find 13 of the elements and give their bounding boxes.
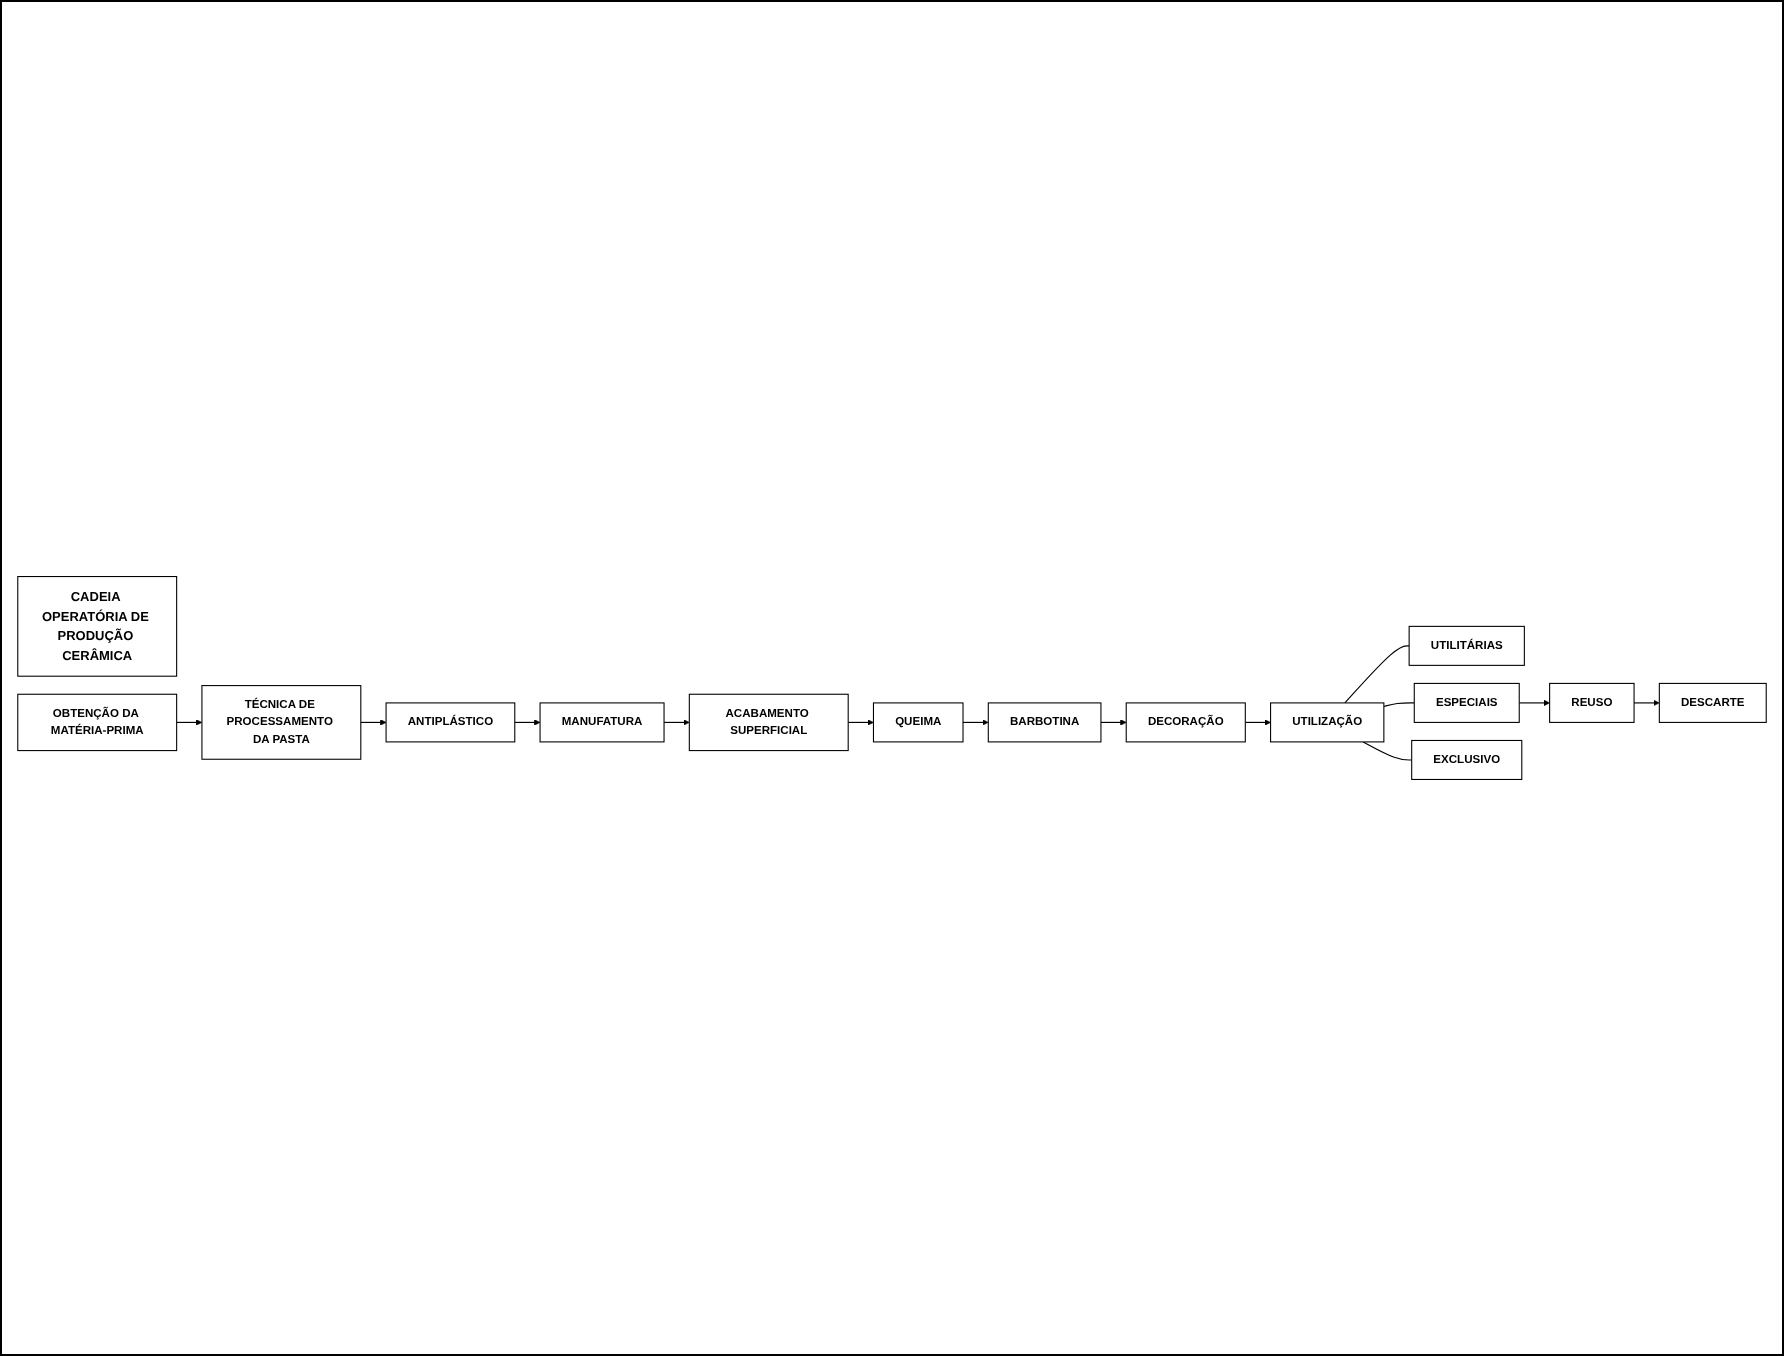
arrow — [1518, 699, 1550, 707]
arrow — [847, 719, 874, 726]
arrow — [1633, 699, 1660, 707]
arrow — [1244, 719, 1271, 726]
arrow — [176, 719, 203, 726]
connector — [1362, 741, 1413, 761]
arrow — [962, 719, 989, 726]
arrow — [1100, 719, 1127, 726]
connector — [1344, 645, 1410, 704]
arrow — [663, 719, 690, 726]
arrow — [360, 719, 387, 726]
arrow — [514, 719, 541, 726]
connector — [1383, 702, 1415, 708]
